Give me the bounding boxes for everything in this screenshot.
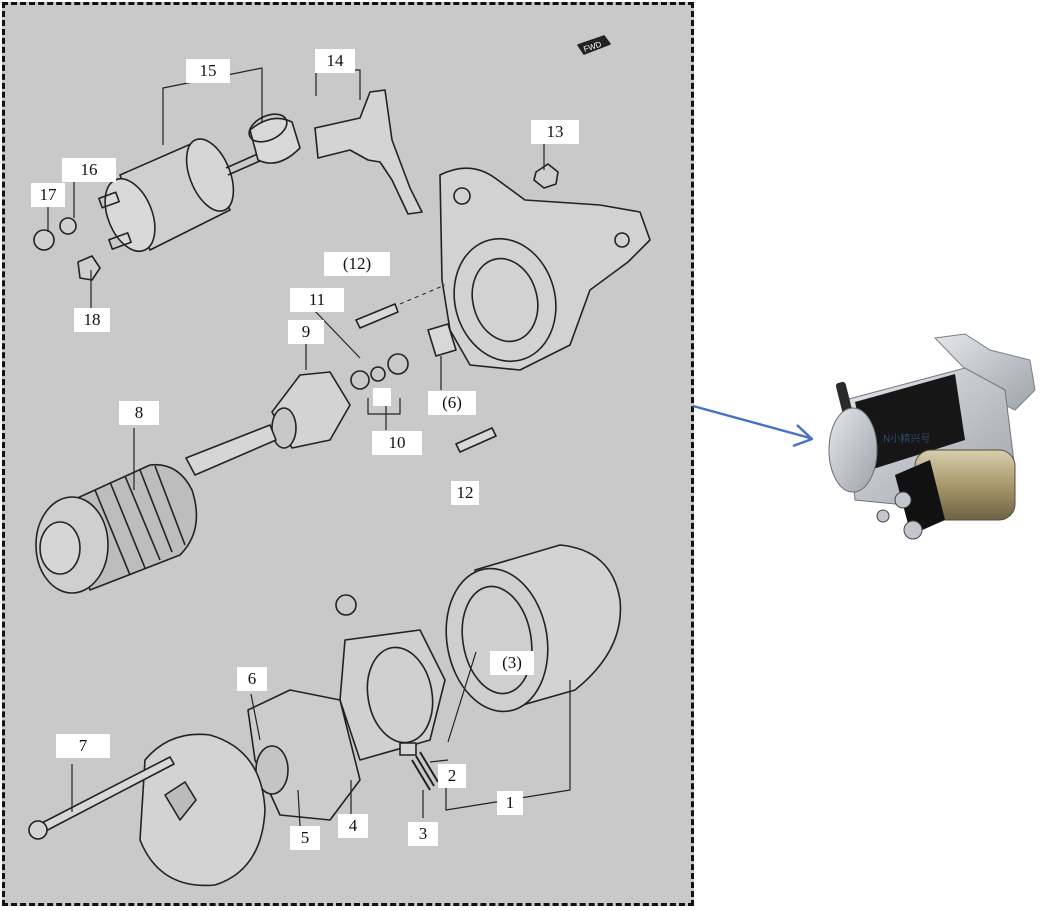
photo-watermark: N小精兴号 xyxy=(883,432,930,445)
callout-label-10: 10 xyxy=(372,431,422,455)
callout-label-blank xyxy=(373,388,391,406)
callout-label-18: 18 xyxy=(74,308,110,332)
callout-label-7: 7 xyxy=(56,734,110,758)
callout-label-6: 6 xyxy=(237,667,267,691)
callout-label-16: 16 xyxy=(62,158,116,182)
callout-label-17: 17 xyxy=(31,183,65,207)
callout-label-6b: (6) xyxy=(428,391,476,415)
callout-label-1: 1 xyxy=(497,791,523,815)
callout-label-15: 15 xyxy=(186,59,230,83)
callout-label-5: 5 xyxy=(290,826,320,850)
callout-label-4: 4 xyxy=(338,814,368,838)
callout-label-8: 8 xyxy=(119,401,159,425)
callout-label-12b: (12) xyxy=(324,252,390,276)
callout-label-11: 11 xyxy=(290,288,344,312)
link-arrow xyxy=(692,404,814,448)
callout-label-3: 3 xyxy=(408,822,438,846)
callout-label-14: 14 xyxy=(315,49,355,73)
callout-label-12: 12 xyxy=(451,481,479,505)
callout-label-9: 9 xyxy=(288,320,324,344)
callout-label-2: 2 xyxy=(438,764,466,788)
callout-label-3b: (3) xyxy=(490,651,534,675)
starter-motor-photo: N小精兴号 xyxy=(828,333,1036,540)
exploded-diagram-panel xyxy=(2,2,694,906)
callout-label-13: 13 xyxy=(531,120,579,144)
